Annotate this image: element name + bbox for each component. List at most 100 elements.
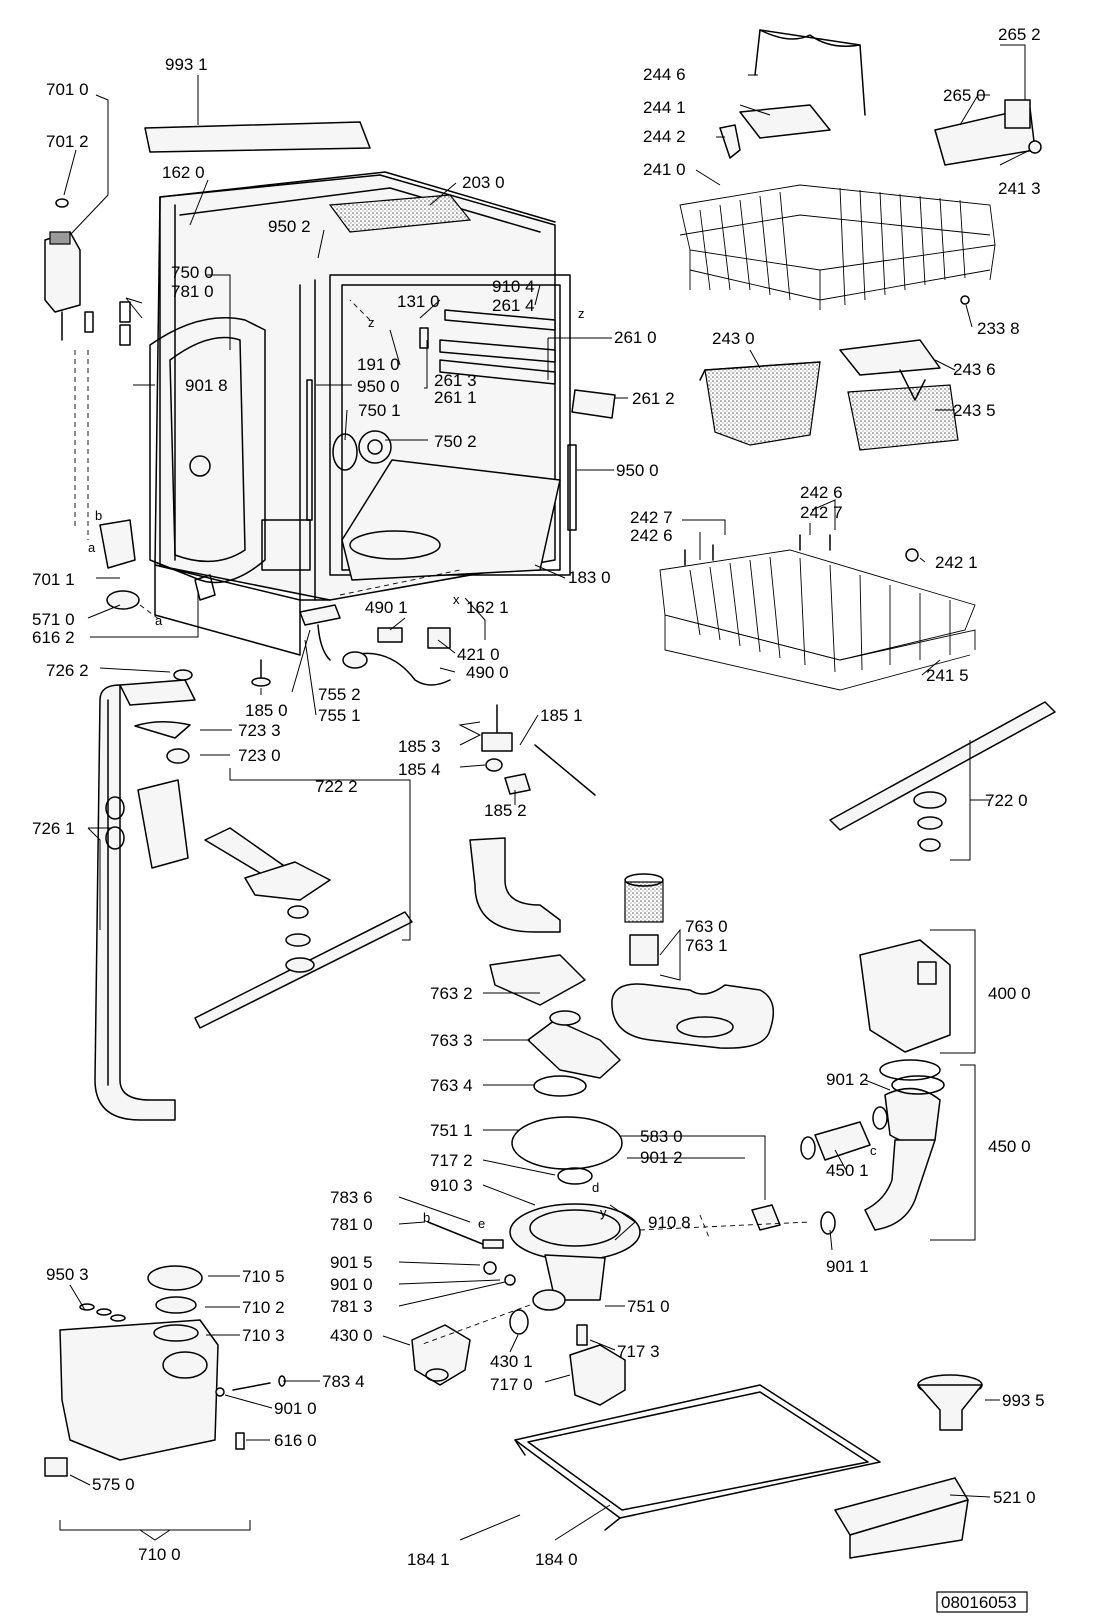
label-701-1: 701 1	[32, 570, 75, 589]
label-131-0: 131 0	[397, 292, 440, 311]
label-265-2: 265 2	[998, 25, 1041, 44]
document-number-text: 08016053	[941, 1593, 1017, 1612]
filter-plate-763-1	[611, 983, 775, 1049]
mark-d: d	[592, 1180, 599, 1195]
label-783-6: 783 6	[330, 1188, 373, 1207]
tub-frame-assembly	[154, 171, 571, 656]
label-265-0: 265 0	[943, 86, 986, 105]
label-755-1: 755 1	[318, 706, 361, 725]
label-242-1: 242 1	[935, 553, 978, 572]
label-781-3: 781 3	[330, 1297, 373, 1316]
label-261-2: 261 2	[632, 389, 675, 408]
label-710-5: 710 5	[242, 1267, 285, 1286]
mark-b: b	[95, 508, 102, 523]
label-710-0: 710 0	[138, 1545, 181, 1564]
dispenser-710-0	[44, 1265, 286, 1477]
label-710-3: 710 3	[242, 1326, 285, 1345]
label-241-3: 241 3	[998, 179, 1041, 198]
side-strips-950-0	[306, 379, 577, 531]
label-751-1: 751 1	[430, 1121, 473, 1140]
base-plate-184-0	[514, 1384, 881, 1531]
label-162-0: 162 0	[162, 163, 205, 182]
label-430-1: 430 1	[490, 1352, 533, 1371]
label-717-0: 717 0	[490, 1375, 533, 1394]
sump-751-0	[509, 1167, 641, 1311]
label-185-3: 185 3	[398, 737, 441, 756]
label-910-3: 910 3	[430, 1176, 473, 1195]
label-750-1: 750 1	[358, 401, 401, 420]
label-901-1: 901 1	[826, 1257, 869, 1276]
label-191-0: 191 0	[357, 355, 400, 374]
rail-adjuster-265	[934, 99, 1042, 305]
label-723-3: 723 3	[238, 721, 281, 740]
label-521-0: 521 0	[993, 1488, 1036, 1507]
label-185-0: 185 0	[245, 701, 288, 720]
top-plate-993-1	[144, 121, 371, 153]
label-616-2: 616 2	[32, 628, 75, 647]
label-701-2: 701 2	[46, 132, 89, 151]
label-722-2: 722 2	[315, 777, 358, 796]
label-450-0: 450 0	[988, 1137, 1031, 1156]
label-722-0: 722 0	[985, 791, 1028, 810]
label-701-0: 701 0	[46, 80, 89, 99]
label-241-5: 241 5	[926, 666, 969, 685]
label-575-0: 575 0	[92, 1475, 135, 1494]
label-184-0: 184 0	[535, 1550, 578, 1569]
label-901-5: 901 5	[330, 1253, 373, 1272]
gasket-751-1	[511, 1116, 623, 1170]
label-242-7-left: 242 7	[630, 508, 673, 527]
label-781-0-top: 781 0	[171, 282, 214, 301]
lower-basket-241-5	[659, 534, 976, 691]
label-763-1: 763 1	[685, 936, 728, 955]
valve-701	[44, 198, 89, 540]
label-717-2: 717 2	[430, 1151, 473, 1170]
part-labels: 993 1 701 0 701 2 162 0 203 0 950 2 750 …	[32, 25, 1045, 1569]
label-244-6: 244 6	[643, 65, 686, 84]
label-755-2: 755 2	[318, 685, 361, 704]
water-pipe-726-1	[94, 684, 176, 1121]
drain-pump-430-0	[411, 1309, 529, 1386]
label-726-1: 726 1	[32, 819, 75, 838]
kick-plate-521-0	[834, 1477, 969, 1559]
filter-cover-763-2	[489, 954, 586, 1006]
label-261-1: 261 1	[434, 388, 477, 407]
leader-lines	[59, 44, 1031, 1541]
duct-pipe	[469, 837, 561, 933]
label-726-2: 726 2	[46, 661, 89, 680]
label-571-0: 571 0	[32, 610, 75, 629]
label-242-7-right: 242 7	[800, 503, 843, 522]
label-993-5: 993 5	[1002, 1391, 1045, 1410]
label-950-0-inner: 950 0	[357, 377, 400, 396]
label-763-2: 763 2	[430, 984, 473, 1003]
bolt-185-0	[251, 659, 271, 687]
label-783-4: 783 4	[322, 1372, 365, 1391]
label-763-3: 763 3	[430, 1031, 473, 1050]
label-750-2: 750 2	[434, 432, 477, 451]
label-901-0-left: 901 0	[274, 1399, 317, 1418]
mark-x: x	[453, 592, 460, 607]
label-243-5: 243 5	[953, 401, 996, 420]
label-781-0-bottom: 781 0	[330, 1215, 373, 1234]
label-203-0: 203 0	[462, 173, 505, 192]
mark-a: a	[155, 613, 163, 628]
label-261-0: 261 0	[614, 328, 657, 347]
label-183-0: 183 0	[568, 568, 611, 587]
upper-basket-241-0	[679, 184, 996, 310]
label-901-0-center: 901 0	[330, 1275, 373, 1294]
label-244-2: 244 2	[643, 127, 686, 146]
filter-assembly-763-3	[527, 1010, 621, 1079]
label-162-1: 162 1	[466, 598, 509, 617]
label-233-8: 233 8	[977, 319, 1020, 338]
hose-450-1	[800, 1106, 888, 1235]
mark-c: c	[870, 1143, 877, 1158]
label-185-4: 185 4	[398, 760, 441, 779]
label-710-2: 710 2	[242, 1298, 285, 1317]
clip-244-2	[719, 124, 741, 159]
label-750-0: 750 0	[171, 263, 214, 282]
label-241-0: 241 0	[643, 160, 686, 179]
label-185-1: 185 1	[540, 706, 583, 725]
label-421-0: 421 0	[457, 645, 500, 664]
label-430-0: 430 0	[330, 1326, 373, 1345]
rail-parts-261	[419, 309, 616, 419]
